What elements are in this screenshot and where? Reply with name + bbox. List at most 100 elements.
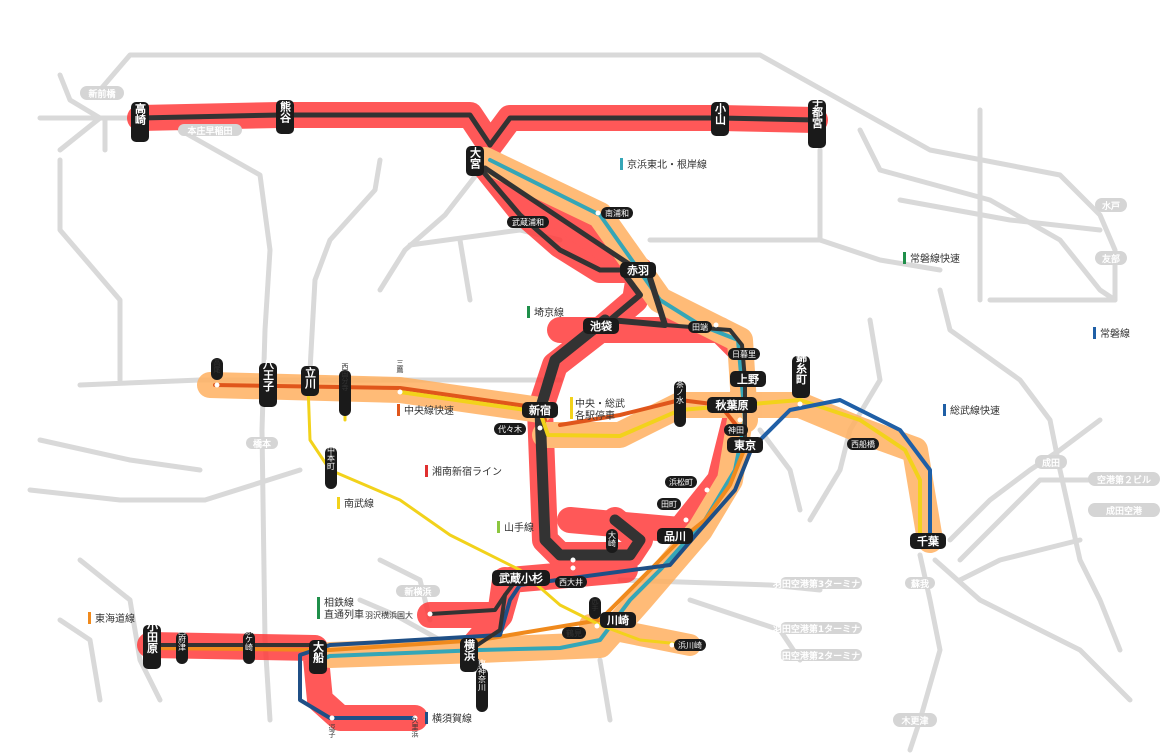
svg-text:常磐線快速: 常磐線快速: [910, 252, 960, 265]
svg-text:錦糸町: 錦糸町: [795, 350, 808, 385]
svg-text:東海道線: 東海道線: [95, 612, 135, 625]
hub-tokyo: 東京: [727, 437, 763, 453]
legend-yokosuka: 横須賀線: [425, 712, 472, 725]
svg-text:空港第２ビル: 空港第２ビル: [1097, 474, 1151, 486]
legend-joban-rapid: 常磐線快速: [903, 252, 960, 265]
svg-text:羽田空港第3ターミナル: 羽田空港第3ターミナル: [773, 578, 869, 590]
legend-chuo-sobu: 中央・総武 各駅停車: [570, 397, 625, 422]
hub-ofuna: 大船: [309, 640, 327, 674]
svg-text:新前橋: 新前橋: [88, 88, 116, 100]
hub-oyama: 小山: [711, 102, 729, 136]
svg-text:友部: 友部: [1102, 253, 1120, 265]
station-tamachi: 田町: [657, 498, 681, 510]
svg-text:田端: 田端: [692, 322, 708, 332]
svg-text:三鷹: 三鷹: [396, 359, 404, 374]
svg-text:立川: 立川: [304, 366, 318, 389]
station-tsurumi: 鶴見: [562, 627, 586, 639]
svg-text:池袋: 池袋: [590, 319, 613, 333]
svg-text:埼京線: 埼京線: [534, 306, 564, 319]
legend-tokaido: 東海道線: [88, 612, 135, 625]
svg-text:大船: 大船: [312, 640, 325, 664]
shonan-main: [482, 165, 638, 271]
hub-yokohama: 横浜: [460, 638, 478, 672]
station-takao: 高尾: [211, 358, 223, 380]
sotetsu-direct: [428, 593, 507, 616]
svg-text:宇都宮: 宇都宮: [811, 94, 825, 129]
hub-odawara: 小田原: [143, 619, 161, 669]
hub-shinagawa: 品川: [657, 528, 693, 544]
station-minamiurawa: 南浦和: [601, 207, 633, 219]
svg-text:直通列車: 直通列車: [324, 608, 364, 621]
hub-chiba: 千葉: [910, 533, 946, 549]
station-musashiurawa: 武蔵浦和: [507, 216, 549, 228]
svg-text:代々木: 代々木: [498, 424, 522, 434]
svg-text:熊谷: 熊谷: [279, 100, 292, 124]
station-kurihama: 久里浜: [411, 716, 419, 739]
svg-text:東京: 東京: [734, 438, 756, 452]
legend-yamanote: 山手線: [497, 521, 534, 534]
svg-text:羽田空港第2ターミナル: 羽田空港第2ターミナル: [773, 650, 869, 662]
hub-utsunomiya: 宇都宮: [808, 94, 826, 148]
svg-text:西船橋: 西船橋: [851, 439, 875, 449]
svg-text:国府津: 国府津: [178, 627, 187, 652]
svg-text:羽田空港第1ターミナル: 羽田空港第1ターミナル: [773, 623, 869, 635]
svg-text:府中本町: 府中本町: [327, 437, 336, 470]
svg-text:浜松町: 浜松町: [669, 477, 693, 487]
svg-text:成田: 成田: [1042, 457, 1060, 469]
svg-text:大宮: 大宮: [469, 146, 482, 170]
svg-text:鶴見: 鶴見: [566, 628, 582, 638]
svg-text:各駅停車: 各駅停車: [575, 409, 615, 422]
hub-kinshicho: 錦糸町: [792, 350, 810, 398]
hub-takasaki: 高崎: [131, 102, 149, 142]
svg-text:上野: 上野: [737, 372, 759, 386]
hub-labels: 高崎 熊谷 小山 宇都宮 大宮 八王子 立川 錦糸町 大船 横浜 小田原 赤羽 …: [131, 94, 946, 674]
svg-text:川崎: 川崎: [606, 613, 629, 627]
svg-text:高尾: 高尾: [213, 358, 221, 374]
background-network: [27, 52, 1133, 753]
svg-text:日暮里: 日暮里: [732, 349, 756, 359]
station-kanda: 神田: [724, 424, 748, 436]
legend-sotetsu: 相鉄線 直通列車: [317, 596, 364, 621]
legend-nambu: 南武線: [337, 497, 374, 510]
svg-text:京浜東北・根岸線: 京浜東北・根岸線: [627, 158, 707, 171]
legend-saikyo: 埼京線: [527, 306, 564, 319]
svg-text:御茶ノ水: 御茶ノ水: [676, 371, 685, 404]
svg-text:橋本: 橋本: [253, 438, 272, 450]
svg-text:八王子: 八王子: [262, 358, 276, 392]
hub-kawasaki: 川崎: [600, 612, 636, 628]
svg-text:水戸: 水戸: [1102, 200, 1120, 212]
svg-text:武蔵小杉: 武蔵小杉: [499, 571, 543, 585]
station-nippori: 日暮里: [728, 348, 760, 360]
svg-text:木更津: 木更津: [900, 715, 928, 727]
gray-station-labels: 新前橋 本庄早稲田 水戸 友部 成田 空港第２ビル 成田空港 新横浜 橋本 木更…: [80, 86, 1160, 727]
hub-omiya: 大宮: [466, 146, 484, 176]
station-nishikokubunji: 西国分寺: [339, 363, 351, 416]
svg-text:新宿: 新宿: [529, 403, 551, 417]
hub-tachikawa: 立川: [301, 366, 319, 396]
svg-text:品川: 品川: [664, 530, 686, 543]
svg-text:南武線: 南武線: [344, 497, 374, 510]
station-fuchuhommachi: 府中本町: [325, 437, 337, 489]
svg-text:田町: 田町: [661, 500, 677, 509]
svg-text:武蔵浦和: 武蔵浦和: [512, 217, 544, 227]
svg-text:羽沢横浜国大: 羽沢横浜国大: [365, 610, 413, 620]
svg-text:横須賀線: 横須賀線: [432, 712, 472, 725]
hub-shinjuku: 新宿: [522, 402, 558, 418]
svg-text:中央・総武: 中央・総武: [575, 397, 625, 410]
svg-text:成田空港: 成田空港: [1106, 505, 1143, 517]
svg-text:西国分寺: 西国分寺: [341, 363, 349, 391]
hub-hachioji: 八王子: [259, 358, 277, 407]
station-hazawa: 羽沢横浜国大: [365, 610, 413, 620]
svg-text:本庄早稲田: 本庄早稲田: [187, 125, 232, 137]
svg-text:高崎: 高崎: [134, 102, 147, 126]
svg-text:東神奈川: 東神奈川: [478, 658, 487, 691]
svg-text:小田原: 小田原: [146, 619, 160, 654]
svg-text:浜川崎: 浜川崎: [678, 640, 702, 650]
station-hamamatsucho: 浜松町: [665, 476, 697, 488]
station-tabata: 田端: [688, 321, 712, 333]
hub-musashikosugi: 武蔵小杉: [492, 570, 550, 586]
station-nishifunabashi: 西船橋: [847, 438, 879, 450]
hub-kumagaya: 熊谷: [276, 100, 294, 134]
svg-text:相鉄線: 相鉄線: [324, 596, 354, 609]
